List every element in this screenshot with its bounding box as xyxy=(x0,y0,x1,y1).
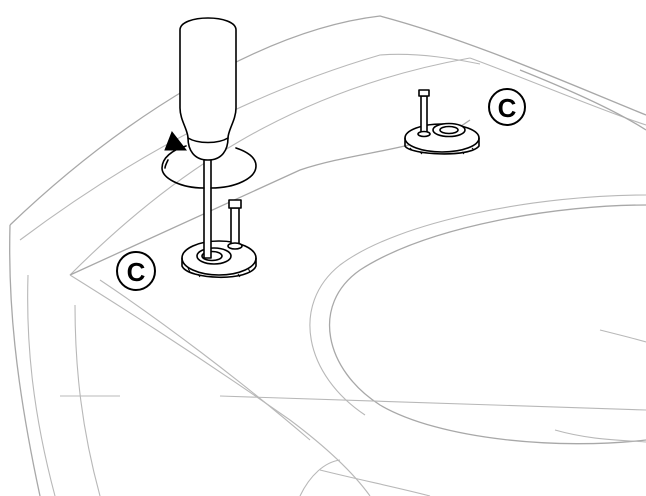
callout-right-label: C xyxy=(498,93,517,123)
toilet-bowl-outline xyxy=(9,15,646,496)
callout-left-label: C xyxy=(127,257,146,287)
callout-left-fixing: C xyxy=(116,251,156,291)
right-fixing-bolt xyxy=(404,89,480,155)
rotation-arrow-icon xyxy=(161,130,257,189)
screwdriver-icon xyxy=(179,17,237,259)
callout-right-fixing: C xyxy=(488,88,526,126)
left-fixing-bolt xyxy=(181,199,257,279)
